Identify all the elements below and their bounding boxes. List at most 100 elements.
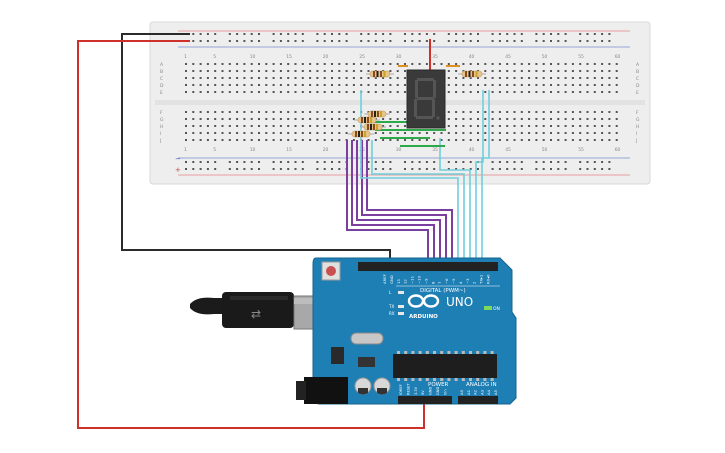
row-letter: I — [636, 131, 637, 137]
analog-pin-label: A5 — [493, 389, 498, 395]
column-number: 5 — [213, 54, 216, 60]
row-letter: A — [160, 62, 164, 68]
column-number: 1 — [184, 147, 187, 153]
row-letter: B — [160, 69, 163, 75]
power-pin-label: 5V — [421, 390, 425, 395]
digital-pin-label: 12 — [403, 279, 408, 284]
column-number: 45 — [505, 54, 511, 60]
arduino-logo-text: ARDUINO — [409, 314, 438, 320]
rail-plus-label: + — [175, 166, 181, 174]
resistor[interactable] — [458, 70, 486, 78]
digital-pin-label: 4 — [458, 281, 463, 284]
on-label: ON — [493, 306, 500, 312]
column-number: 35 — [432, 147, 438, 153]
row-letter: B — [636, 69, 639, 75]
rail-minus-label: − — [175, 155, 181, 163]
digital-pin-label: RX◂0 — [486, 274, 491, 284]
resistor[interactable] — [348, 130, 374, 138]
column-number: 55 — [578, 147, 584, 153]
row-letter: D — [636, 83, 640, 89]
row-letter: C — [636, 76, 639, 82]
red-wire[interactable] — [77, 40, 425, 429]
power-jack[interactable] — [304, 377, 348, 404]
column-number: 20 — [323, 147, 329, 153]
column-number: 5 — [213, 147, 216, 153]
digital-label: DIGITAL (PWM~) — [420, 288, 466, 294]
led-label: L — [389, 290, 392, 295]
digital-pin-label: AREF — [382, 274, 387, 284]
row-letter: E — [160, 90, 163, 96]
power-pin-label: IOREF — [399, 384, 403, 395]
digital-pin-label: ~6 — [444, 278, 449, 284]
digital-pin-label: ~9 — [423, 278, 428, 284]
column-number: 50 — [542, 147, 548, 153]
column-number: 10 — [250, 147, 256, 153]
column-number: 50 — [542, 54, 548, 60]
row-letter: E — [636, 90, 639, 96]
reset-button-cap[interactable] — [326, 266, 336, 276]
digital-header — [358, 262, 498, 271]
black-wire[interactable] — [121, 33, 391, 266]
power-pin-label: 3.3V — [414, 386, 418, 395]
voltage-regulator — [331, 347, 344, 364]
chip-pins — [397, 351, 494, 381]
row-letter: J — [635, 138, 637, 144]
analog-pin-label: A1 — [466, 389, 471, 395]
row-letter: H — [160, 124, 163, 130]
row-letter: G — [160, 117, 164, 123]
resistor[interactable] — [354, 116, 380, 124]
column-number: 60 — [615, 54, 621, 60]
small-chip — [358, 357, 375, 367]
resistor[interactable] — [364, 110, 390, 118]
digital-pin-label: ~3 — [465, 278, 470, 284]
column-number: 30 — [396, 147, 402, 153]
resistors[interactable] — [348, 70, 486, 138]
atmega-chip — [393, 354, 497, 378]
digital-pin-label: ~5 — [451, 278, 456, 284]
led-rx — [398, 312, 404, 315]
on-led — [484, 306, 492, 310]
column-number: 60 — [615, 147, 621, 153]
arduino-logo-icon — [407, 294, 440, 308]
resistor[interactable] — [360, 123, 386, 131]
green-wires[interactable] — [370, 121, 446, 147]
usb-icon: ⇄ — [251, 307, 261, 321]
column-number: 35 — [432, 54, 438, 60]
row-letter: F — [636, 110, 639, 116]
digital-pin-label: TX▸1 — [479, 274, 484, 285]
power-pin-label: GND — [436, 387, 440, 395]
led-l — [398, 291, 404, 294]
analog-pin-label: A3 — [479, 389, 484, 395]
digital-pin-label: 13 — [396, 279, 401, 284]
analog-pin-label: A0 — [459, 389, 464, 395]
column-number: 40 — [469, 147, 475, 153]
seven-segment-display[interactable] — [406, 69, 446, 129]
row-letter: D — [160, 83, 164, 89]
digital-pin-label: 2 — [472, 281, 477, 284]
analog-label: ANALOG IN — [466, 382, 497, 388]
column-number: 15 — [286, 147, 292, 153]
column-number: 55 — [578, 54, 584, 60]
row-letter: C — [160, 76, 163, 82]
power-header — [398, 396, 452, 404]
power-pin-label: GND — [429, 387, 433, 395]
led-label: TX — [388, 304, 394, 309]
digital-pin-label: 8 — [430, 281, 435, 284]
analog-pin-label: A4 — [486, 389, 491, 395]
crystal — [350, 332, 384, 345]
power-pin-label: Vin — [443, 389, 447, 395]
row-letter: J — [159, 138, 161, 144]
column-number: 1 — [184, 54, 187, 60]
resistor[interactable] — [366, 70, 394, 78]
breadboard[interactable]: 1155101015152020252530303535404045455050… — [149, 21, 651, 185]
column-number: 45 — [505, 147, 511, 153]
row-letter: H — [636, 124, 639, 130]
purple-wires[interactable] — [346, 140, 453, 266]
digital-pin-label: ~11 — [410, 275, 415, 284]
